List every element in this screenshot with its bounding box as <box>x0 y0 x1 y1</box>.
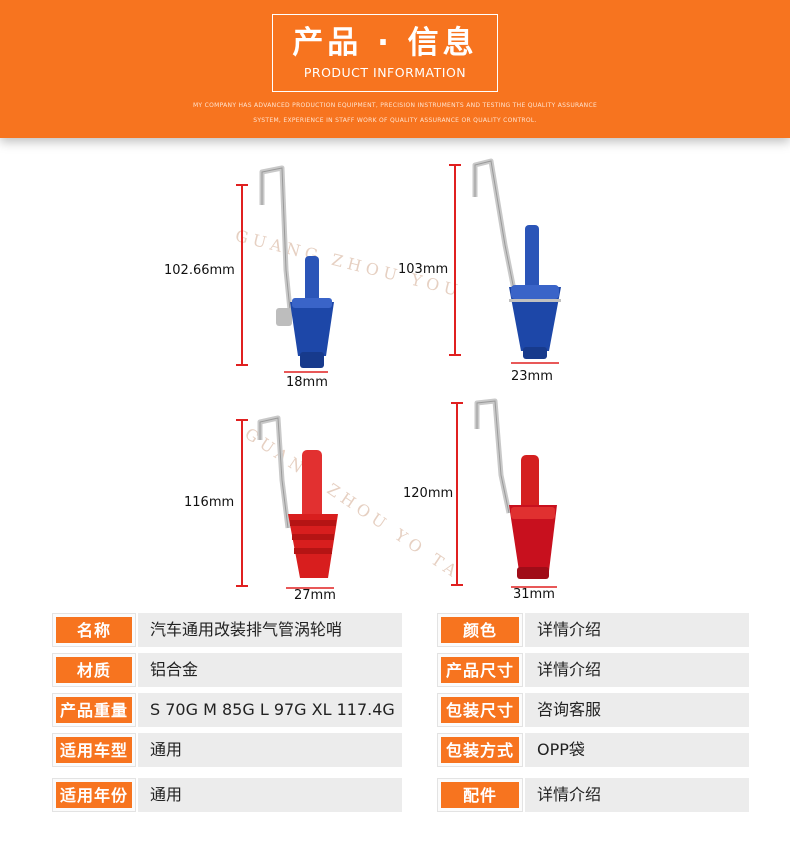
spec-label-box: 名称 <box>52 613 136 647</box>
whistle-red-medium-drawing <box>236 415 338 589</box>
spec-label-box: 适用车型 <box>52 733 136 767</box>
spec-row-left-1: 名称 汽车通用改装排气管涡轮哨 <box>52 613 402 647</box>
spec-row-left-3: 产品重量 S 70G M 85G L 97G XL 117.4G <box>52 693 402 727</box>
whistle-red-large-drawing <box>451 398 557 588</box>
spec-label: 包装尺寸 <box>441 697 519 723</box>
spec-row-left-4: 适用车型 通用 <box>52 733 402 767</box>
spec-value: OPP袋 <box>525 733 749 767</box>
page-subtitle: PRODUCT INFORMATION <box>303 65 467 80</box>
spec-row-right-5: 配件 详情介绍 <box>437 778 749 812</box>
spec-value: S 70G M 85G L 97G XL 117.4G <box>138 693 402 727</box>
spec-value: 咨询客服 <box>525 693 749 727</box>
header-banner: 产品 · 信息 PRODUCT INFORMATION MY COMPANY H… <box>0 0 790 138</box>
spec-label: 适用年份 <box>56 782 132 808</box>
width-label-4: 31mm <box>513 587 555 602</box>
product-image-blue-small: 102.66mm 18mm <box>164 160 380 400</box>
spec-label: 名称 <box>56 617 132 643</box>
spec-value: 详情介绍 <box>525 613 749 647</box>
spec-label-box: 配件 <box>437 778 523 812</box>
spec-label: 颜色 <box>441 617 519 643</box>
spec-value: 通用 <box>138 733 402 767</box>
height-label-3: 116mm <box>184 495 235 510</box>
tagline-line-1: MY COMPANY HAS ADVANCED PRODUCTION EQUIP… <box>192 102 598 109</box>
product-image-red-large: 120mm 31mm <box>403 395 595 610</box>
spec-value: 通用 <box>138 778 402 812</box>
spec-value: 汽车通用改装排气管涡轮哨 <box>138 613 402 647</box>
width-label-2: 23mm <box>511 369 553 384</box>
width-label-1: 18mm <box>286 375 328 390</box>
spec-label-box: 产品尺寸 <box>437 653 523 687</box>
spec-row-right-4: 包装方式 OPP袋 <box>437 733 749 767</box>
spec-label-box: 包装方式 <box>437 733 523 767</box>
spec-label: 包装方式 <box>441 737 519 763</box>
width-label-3: 27mm <box>294 588 336 603</box>
product-image-blue-large: 103mm 23mm <box>398 155 595 395</box>
spec-label: 配件 <box>441 782 519 808</box>
whistle-blue-large-drawing <box>449 158 561 364</box>
spec-label: 产品重量 <box>56 697 132 723</box>
spec-label-box: 材质 <box>52 653 136 687</box>
spec-row-right-3: 包装尺寸 咨询客服 <box>437 693 749 727</box>
height-label-1: 102.66mm <box>164 263 235 278</box>
spec-label-box: 适用年份 <box>52 778 136 812</box>
spec-label: 适用车型 <box>56 737 132 763</box>
spec-row-right-1: 颜色 详情介绍 <box>437 613 749 647</box>
spec-row-right-2: 产品尺寸 详情介绍 <box>437 653 749 687</box>
height-label-4: 120mm <box>403 486 454 501</box>
spec-row-left-5: 适用年份 通用 <box>52 778 402 812</box>
whistle-blue-small-drawing <box>236 165 334 373</box>
spec-label-box: 包装尺寸 <box>437 693 523 727</box>
spec-row-left-2: 材质 铝合金 <box>52 653 402 687</box>
page-title: 产品 · 信息 <box>292 25 478 61</box>
spec-label-box: 产品重量 <box>52 693 136 727</box>
spec-value: 铝合金 <box>138 653 402 687</box>
tagline-line-2: SYSTEM, EXPERIENCE IN STAFF WORK OF QUAL… <box>253 117 537 124</box>
height-label-2: 103mm <box>398 262 449 277</box>
spec-value: 详情介绍 <box>525 653 749 687</box>
spec-value: 详情介绍 <box>525 778 749 812</box>
spec-label: 产品尺寸 <box>441 657 519 683</box>
product-image-red-medium: 116mm 27mm <box>184 410 380 610</box>
title-box: 产品 · 信息 PRODUCT INFORMATION <box>272 14 498 92</box>
spec-label: 材质 <box>56 657 132 683</box>
spec-label-box: 颜色 <box>437 613 523 647</box>
